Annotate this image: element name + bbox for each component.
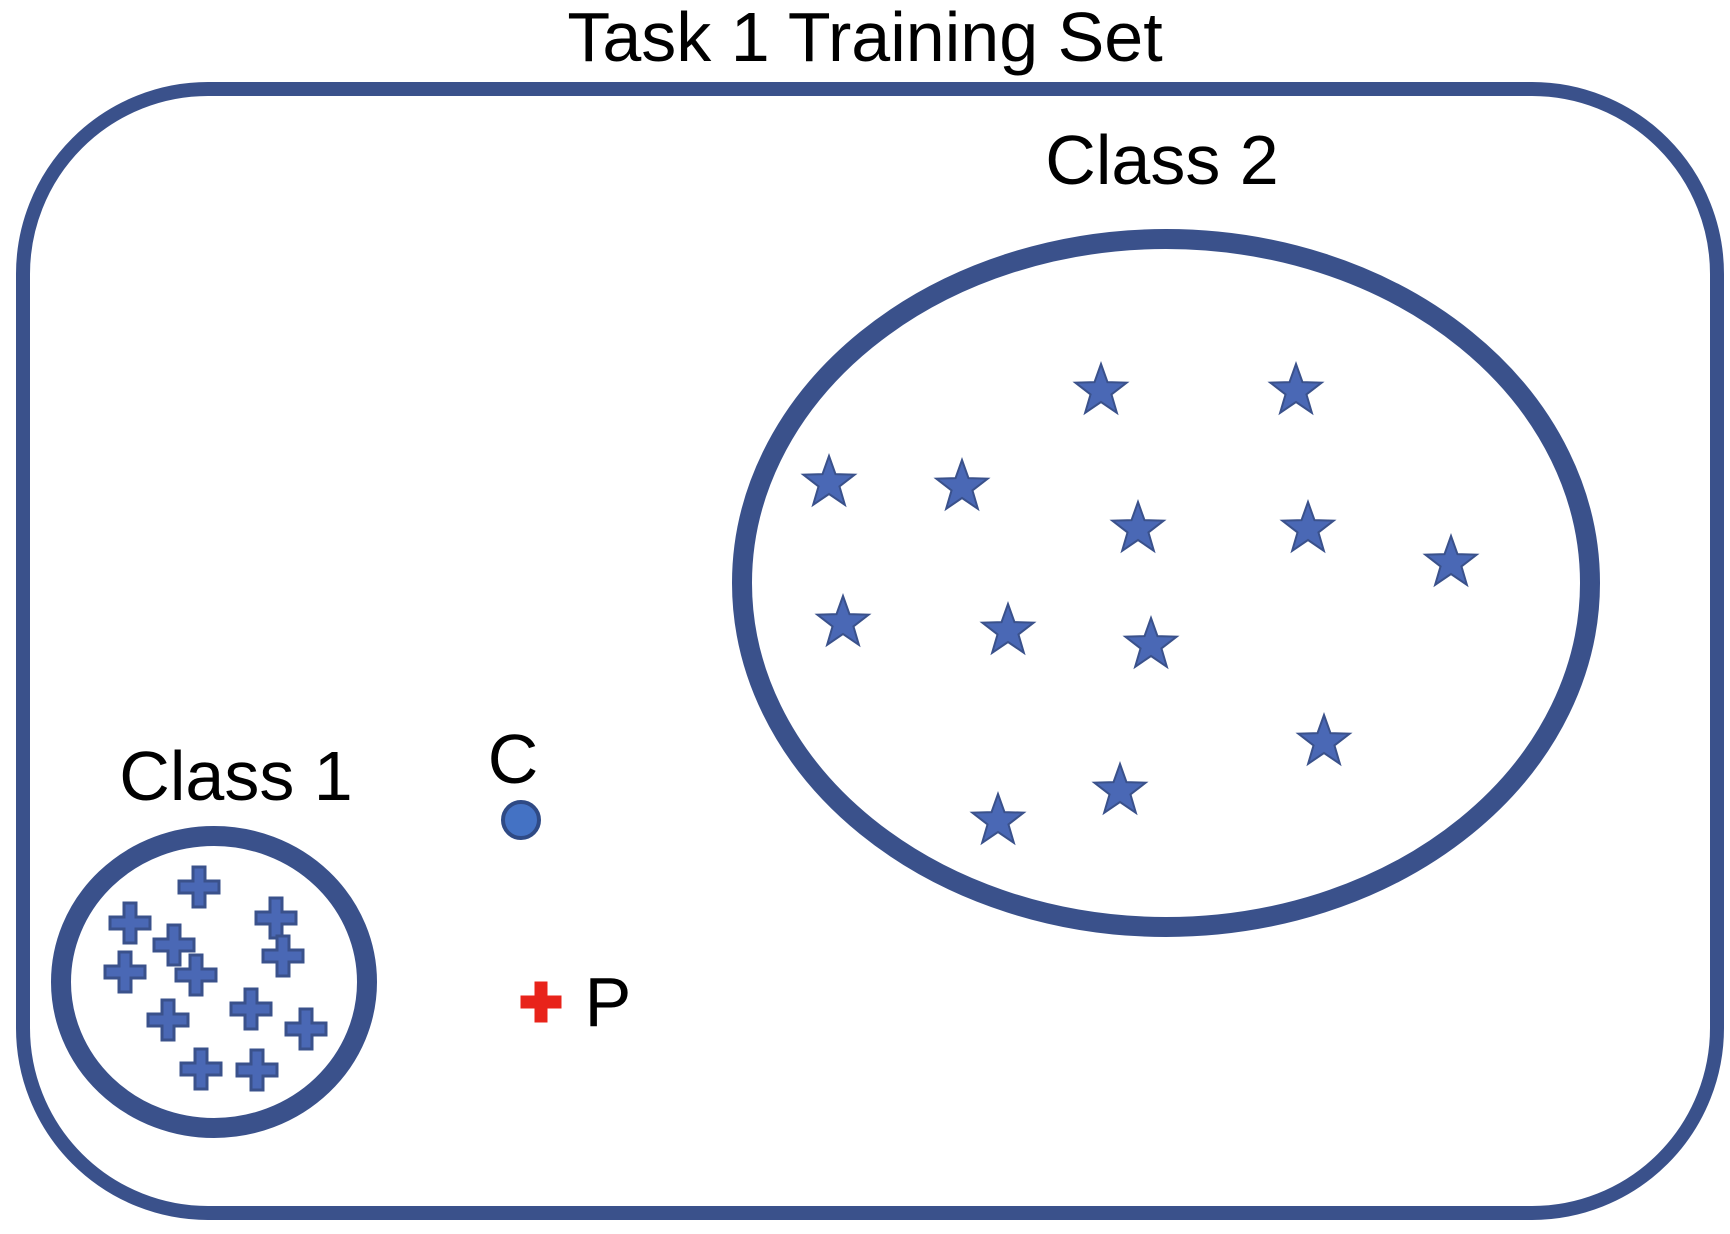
class-2-label: Class 2 [1045,121,1278,199]
plus-icon [152,923,196,967]
plus-icon [284,1007,328,1051]
plus-icon [235,1048,279,1092]
plus-icon [103,950,147,994]
star-icon [1072,361,1130,416]
star-icon [979,601,1037,656]
plus-icon [177,865,221,909]
class-1-samples [103,865,328,1092]
point-c-label: C [488,720,539,798]
class-1-label: Class 1 [119,737,352,815]
star-icon [1122,615,1180,670]
plus-icon [179,1047,223,1091]
diagram-title: Task 1 Training Set [567,0,1162,76]
star-icon [969,791,1027,846]
point-p-marker [520,981,562,1023]
plus-icon [261,934,305,978]
star-icon [1422,533,1480,588]
star-icon [800,453,858,508]
star-icon [1295,712,1353,767]
class-2-boundary [732,229,1600,937]
plus-icon [146,998,190,1042]
plus-icon [254,896,298,940]
plus-icon [174,953,218,997]
star-icon [1109,499,1167,554]
star-icon [1091,761,1149,816]
plus-icon [229,987,273,1031]
plus-icon [108,901,152,945]
star-icon [814,593,872,648]
point-p-label: P [585,963,632,1041]
class-1-boundary [51,826,377,1138]
star-icon [933,457,991,512]
training-set-boundary [16,82,1724,1220]
class-2-samples [800,361,1480,846]
star-icon [1279,499,1337,554]
point-c-marker [501,800,541,840]
star-icon [1267,361,1325,416]
